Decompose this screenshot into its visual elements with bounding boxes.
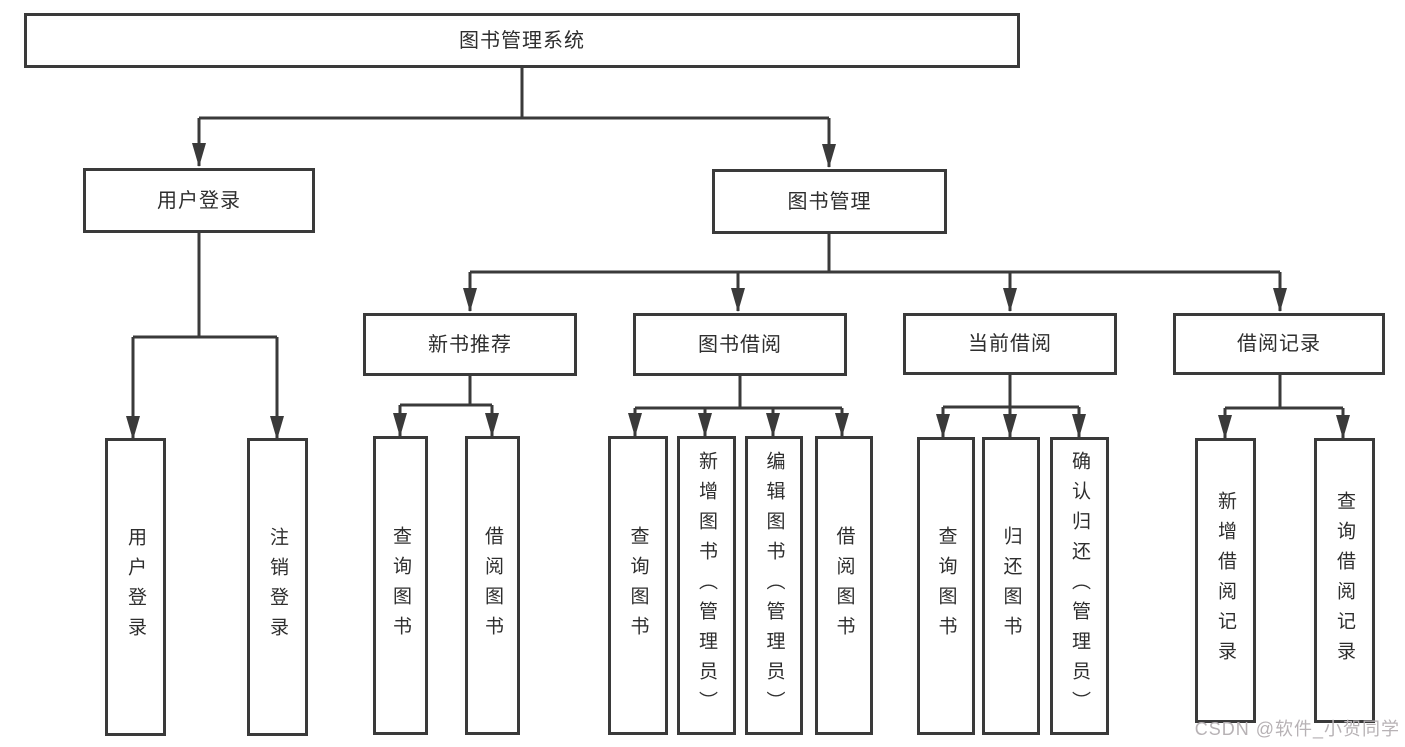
node-new-book-recommend: 新书推荐 <box>363 313 577 376</box>
leaf-recommend-borrow-books: 借阅图书 <box>465 436 520 735</box>
node-book-management: 图书管理 <box>712 169 947 234</box>
node-book-borrow: 图书借阅 <box>633 313 847 376</box>
csdn-watermark: CSDN @软件_小贺同学 <box>1194 719 1400 739</box>
leaf-user-login: 用户登录 <box>105 438 166 736</box>
node-user-login: 用户登录 <box>83 168 315 233</box>
leaf-logout: 注销登录 <box>247 438 308 736</box>
leaf-borrow-add-books-admin: 新增图书（管理员） <box>677 436 736 735</box>
leaf-borrow-borrow-books: 借阅图书 <box>815 436 873 735</box>
leaf-recommend-query-books: 查询图书 <box>373 436 428 735</box>
node-library-system: 图书管理系统 <box>24 13 1020 68</box>
leaf-records-add-record: 新增借阅记录 <box>1195 438 1256 723</box>
leaf-current-confirm-return-admin: 确认归还（管理员） <box>1050 437 1109 735</box>
leaf-borrow-edit-books-admin: 编辑图书（管理员） <box>745 436 803 735</box>
leaf-records-query-record: 查询借阅记录 <box>1314 438 1375 723</box>
leaf-current-return-books: 归还图书 <box>982 437 1040 735</box>
node-current-borrow: 当前借阅 <box>903 313 1117 375</box>
node-borrow-records: 借阅记录 <box>1173 313 1385 375</box>
leaf-current-query-books: 查询图书 <box>917 437 975 735</box>
leaf-borrow-query-books: 查询图书 <box>608 436 668 735</box>
